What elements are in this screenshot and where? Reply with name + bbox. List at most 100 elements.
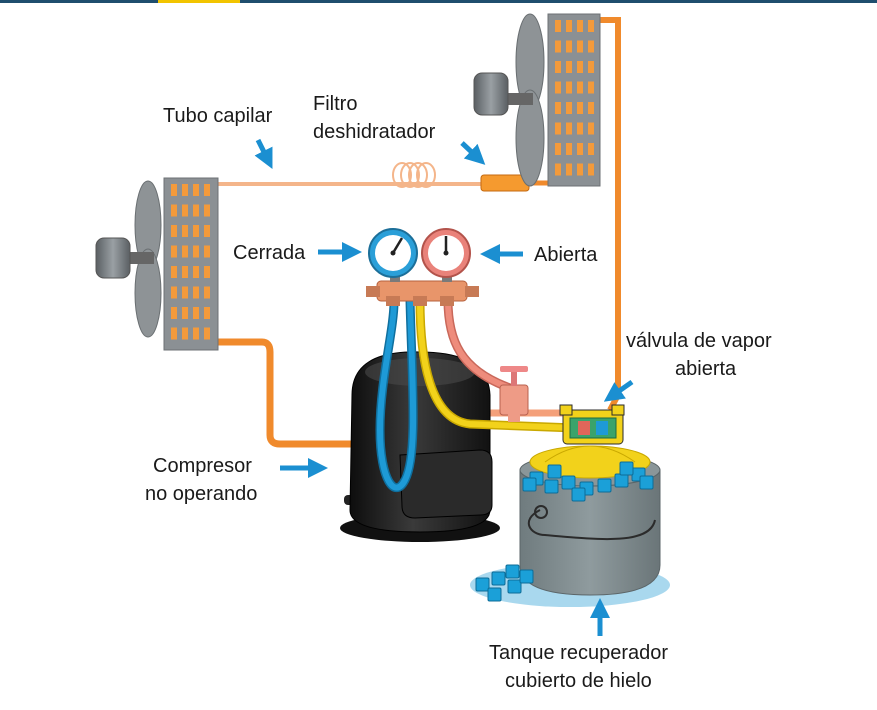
coil-fin [566,163,572,176]
coil-fin [182,327,188,340]
label-vapor-valve-line2: abierta [675,358,737,380]
ice-cube [639,475,654,490]
coil-fin [182,266,188,278]
label-closed: Cerrada [233,242,306,264]
label-tank-line1: Tanque recuperador [489,642,669,664]
coil-fin [577,81,583,94]
coil-fin [588,20,594,32]
callout-arrows [254,138,634,636]
coil-fin [204,184,210,196]
coil-fin [566,143,572,155]
coil-fin [555,122,561,135]
ice-cube [491,571,506,586]
coil-fin [588,122,594,135]
compressor [340,351,500,542]
coil-fin [588,143,594,155]
coil-fin [171,245,177,258]
vapor-valve-arrow [603,379,634,402]
coil-fin [577,163,583,176]
coil-fin [182,307,188,319]
coil-fin [171,266,177,278]
evaporator-fan [473,13,545,187]
coil-fin [182,204,188,217]
coil-fin [555,163,561,176]
low-pressure-gauge [368,228,418,278]
coil-fin [171,204,177,217]
coil-fin [588,81,594,94]
ice-cube [571,487,586,502]
manifold-hoses [375,299,576,492]
coil-fin [193,225,199,237]
coil-fin [193,327,199,340]
coil-fin [182,245,188,258]
coil-fin [588,163,594,176]
condenser-coil [163,177,219,351]
coil-fin [193,245,199,258]
coil-fin [566,81,572,94]
coil-fin [204,286,210,299]
coil-fin [193,266,199,278]
coil-fin [555,81,561,94]
coil-fin [193,184,199,196]
label-compressor-line2: no operando [145,483,258,505]
label-vapor-valve-line1: válvula de vapor [626,330,772,352]
service-valve [499,366,529,422]
ice-cube [505,564,520,579]
ice-cube [614,473,629,488]
coil-fin [204,307,210,319]
ice-cube [597,478,612,493]
coil-fin [193,204,199,217]
coil-fin [171,184,177,196]
coil-fin [588,102,594,114]
ice-cube [544,479,559,494]
vapor-valve [559,404,625,445]
label-compressor-line1: Compresor [153,455,252,477]
coil-fin [566,102,572,114]
coil-fin [566,122,572,135]
condenser-fan [95,180,162,338]
ice-cube [547,464,562,479]
high-pressure-gauge [421,228,471,278]
coil-fin [182,184,188,196]
capillary-tube [218,162,482,188]
coil-fin [555,61,561,73]
coil-fin [171,327,177,340]
capillary-arrow [254,138,273,169]
ice-cubes [475,461,654,602]
label-open: Abierta [534,244,598,266]
top-border-line [0,0,877,3]
coil-fin [577,40,583,53]
top-border-accent [158,0,240,3]
coil-fin [171,307,177,319]
coil-fin [204,225,210,237]
coil-fin [204,245,210,258]
coil-fin [193,307,199,319]
ice-cube [487,587,502,602]
coil-fin [555,20,561,32]
coil-fin [182,225,188,237]
label-filter-line1: Filtro [313,93,358,115]
coil-fin [577,122,583,135]
ice-cube [522,477,537,492]
coil-fin [566,20,572,32]
label-filter-line2: deshidratador [313,121,436,143]
coil-fin [204,327,210,340]
coil-fin [566,61,572,73]
coil-fin [204,204,210,217]
evaporator-coil [547,13,601,187]
ice-cube [519,569,534,584]
label-tank-line2: cubierto de hielo [505,670,652,692]
coil-fin [193,286,199,299]
ice-cube [475,577,490,592]
coil-fin [588,61,594,73]
coil-fin [577,143,583,155]
ice-cube [507,579,522,594]
coil-fin [182,286,188,299]
coil-fin [171,225,177,237]
coil-fin [555,40,561,53]
coil-fin [555,143,561,155]
ice-cube [619,461,634,476]
coil-fin [171,286,177,299]
coil-fin [566,40,572,53]
